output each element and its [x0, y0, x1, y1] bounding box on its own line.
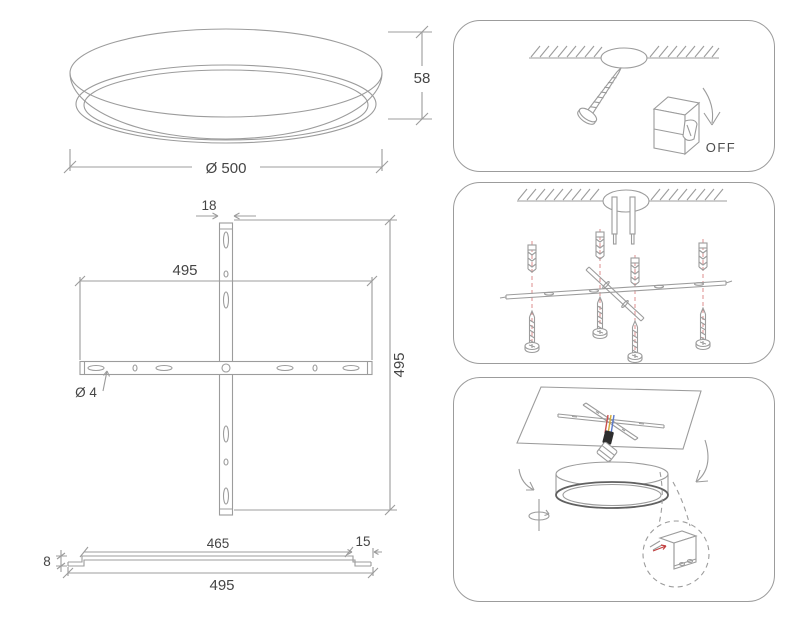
- screw-icon: [524, 309, 540, 354]
- bracket-profile-drawing: 465 15 8 495: [43, 534, 382, 594]
- total-length-dimension: 495: [62, 567, 379, 594]
- ceiling-hatch: [529, 45, 720, 69]
- switch-toggle: [682, 119, 698, 142]
- end-segment-dimension: 15: [345, 534, 382, 558]
- step3-illustration: [516, 386, 710, 588]
- alignment-guides: [531, 229, 704, 355]
- hole-diameter-label: Ø 4: [75, 385, 97, 400]
- step1-illustration: OFF: [529, 45, 737, 156]
- vertical-span-dimension: 495: [234, 214, 408, 516]
- step1-power-off-panel: OFF: [453, 20, 775, 172]
- bar-width-dimension: 18: [196, 198, 256, 220]
- horizontal-span-label: 495: [172, 262, 197, 279]
- rotate-arrow-icon: [518, 468, 535, 491]
- drill-hole: [600, 47, 648, 69]
- diameter-label: Ø 500: [206, 160, 247, 177]
- wire-blue: [610, 414, 615, 435]
- wall-switch-icon: [652, 96, 701, 156]
- inner-length-label: 465: [207, 536, 230, 551]
- wall-anchor-icon: [527, 244, 537, 273]
- vertical-span-label: 495: [391, 352, 408, 377]
- wall-anchor-icon: [630, 257, 640, 286]
- twist-arrow-icon: [695, 439, 709, 483]
- thickness-label: 8: [43, 554, 51, 569]
- ceiling-hatch: [517, 188, 727, 213]
- screw-icon: [627, 319, 643, 363]
- spring-clip-icon: [649, 530, 698, 570]
- screw-icon: [577, 67, 622, 125]
- step2-illustration: [499, 188, 733, 363]
- height-label: 58: [414, 70, 431, 87]
- rotation-axis-icon: [528, 499, 550, 531]
- technical-drawings: 58 Ø 500: [43, 25, 432, 594]
- end-segment-label: 15: [355, 534, 370, 549]
- step2-mount-bracket-panel: [453, 182, 775, 364]
- lamp-side-view-drawing: 58 Ø 500: [63, 25, 432, 177]
- diameter-dimension: Ø 500: [63, 149, 389, 177]
- horizontal-span-dimension: 495: [74, 262, 378, 360]
- bar-width-label: 18: [201, 198, 216, 213]
- wall-anchor-icon: [698, 242, 708, 271]
- power-wires: [611, 196, 636, 245]
- switch-off-label: OFF: [706, 140, 737, 155]
- magnifier-detail: [642, 471, 710, 588]
- terminal-block: [596, 441, 618, 463]
- ceiling-hole: [602, 189, 650, 213]
- clip-arrow-red: [652, 544, 667, 552]
- wall-anchor-icon: [595, 231, 605, 260]
- lamp-drum: [555, 461, 669, 509]
- down-arrow-icon: [702, 87, 721, 126]
- bracket-top-view-drawing: 18 495 495 Ø 4: [74, 198, 408, 516]
- screw-icon: [592, 295, 608, 340]
- wire-connector-black: [602, 430, 614, 445]
- mounted-cross-bracket: [557, 402, 665, 441]
- height-dimension: 58: [388, 25, 432, 126]
- magnifier-circle: [642, 520, 710, 588]
- wire-red: [604, 414, 609, 434]
- screw-icon: [695, 306, 711, 351]
- inner-length-dimension: 465: [79, 536, 354, 558]
- wire-yellow: [607, 414, 612, 435]
- hole-diameter-callout: Ø 4: [75, 370, 111, 400]
- total-length-label: 495: [209, 577, 234, 594]
- thickness-dimension: 8: [43, 550, 67, 572]
- step3-attach-fixture-panel: [453, 377, 775, 602]
- cross-bracket: [499, 266, 733, 322]
- ceiling-plane: [516, 386, 702, 450]
